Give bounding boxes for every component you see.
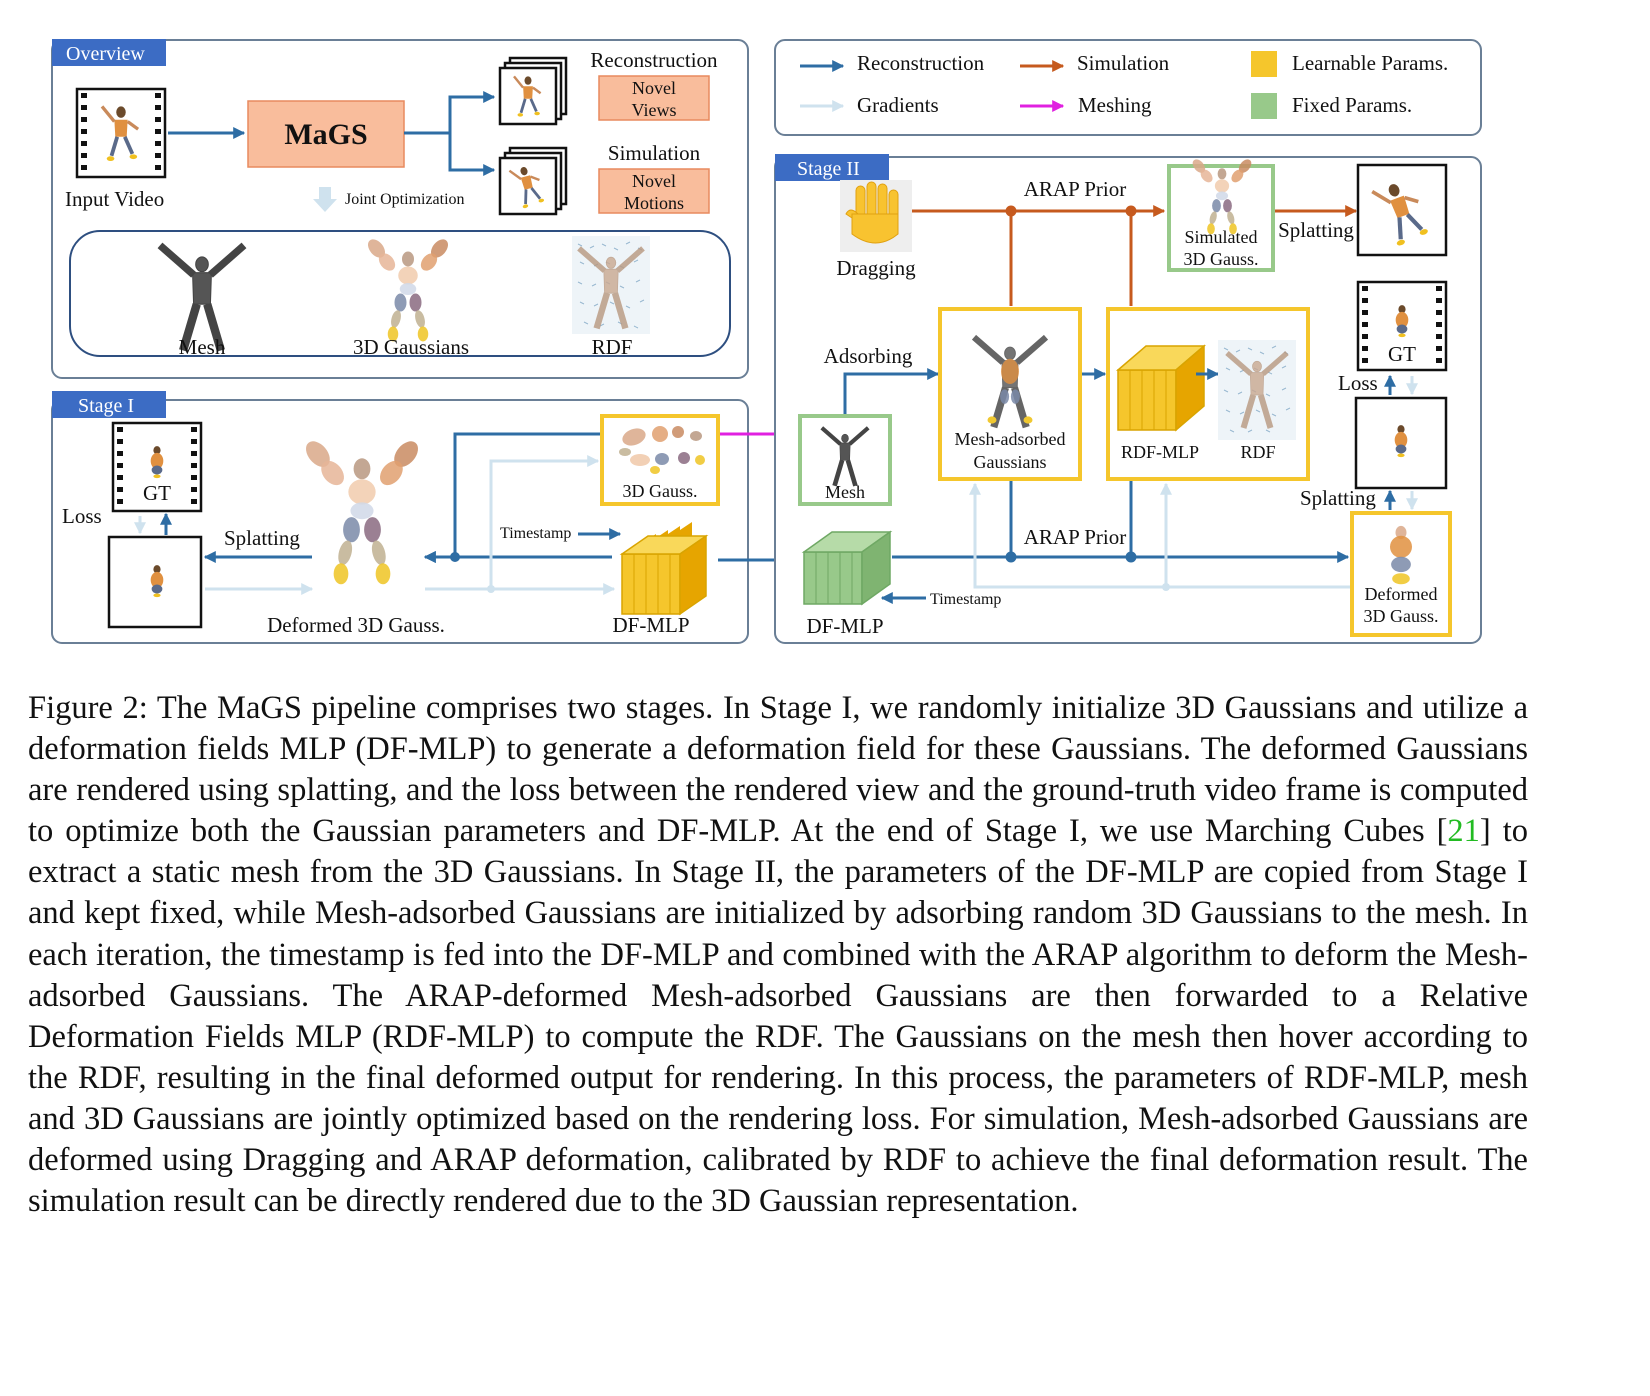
stage2-rdf-figure: [1218, 340, 1296, 440]
mesh-adsorbed-line1: Mesh-adsorbed: [955, 429, 1066, 449]
mags-box: [247, 100, 405, 168]
stage2-loss-label: Loss: [1338, 371, 1378, 395]
novel-motions-line2: Motions: [624, 193, 684, 213]
simulated-line2: 3D Gauss.: [1184, 249, 1259, 269]
joint-optimization-arrow-icon: [313, 187, 337, 212]
overview-panel: Overview Input Video MaGS Joint Optimiza…: [51, 39, 749, 379]
stage1-deformed-label: Deformed 3D Gauss.: [267, 613, 445, 637]
novel-motions-stack: [498, 146, 568, 216]
pipeline-figure: Overview Input Video MaGS Joint Optimiza…: [51, 39, 1482, 644]
reconstruction-label: Reconstruction: [590, 48, 718, 72]
stage1-tab: [52, 391, 166, 418]
legend-learnable-label: Learnable Params.: [1292, 51, 1448, 75]
novel-motions-box: [598, 168, 710, 214]
3d-gaussians-label: 3D Gaussians: [353, 335, 469, 359]
stage2-rdf-label: RDF: [1240, 442, 1275, 462]
arrow-to-novel-views: [404, 91, 496, 135]
rdfmlp-block: [1115, 344, 1207, 432]
novel-views-line1: Novel: [632, 78, 676, 98]
citation-link[interactable]: 21: [1447, 813, 1480, 850]
representations-box: [69, 230, 731, 357]
stage1-gauss-blobs: [619, 426, 705, 474]
stage1-timestamp-label: Timestamp: [500, 525, 571, 542]
stage1-panel: Stage I GT Loss Splatting Deformed 3D Ga…: [51, 391, 749, 644]
stage2-tab: [775, 154, 889, 181]
mesh-label: Mesh: [179, 335, 226, 359]
novel-views-line2: Views: [632, 100, 677, 120]
legend-learnable-swatch: [1251, 51, 1277, 77]
simulated-line1: Simulated: [1185, 227, 1258, 247]
rdf-figure: [572, 236, 650, 334]
legend-simulation-label: Simulation: [1077, 51, 1170, 75]
input-video-label: Input Video: [65, 187, 164, 211]
mesh-adsorbed-box: [938, 307, 1082, 481]
overview-tab: [52, 39, 166, 66]
rdfmlp-label: RDF-MLP: [1121, 442, 1199, 462]
stage1-splatting-label: Splatting: [224, 526, 300, 550]
caption-text-1: Figure 2: The MaGS pipeline comprises tw…: [28, 690, 1528, 850]
rdf-label: RDF: [592, 335, 633, 359]
simulation-label: Simulation: [608, 141, 701, 165]
overview-tab-label: Overview: [66, 43, 145, 65]
stage2-dfmlp-label: DF-MLP: [806, 614, 883, 638]
stage2-gt-label: GT: [1388, 342, 1416, 366]
joint-optimization-label: Joint Optimization: [345, 191, 465, 208]
figure-caption: Figure 2: The MaGS pipeline comprises tw…: [28, 688, 1528, 1222]
legend-reconstruction-label: Reconstruction: [857, 51, 985, 75]
stage2-deformed-line1: Deformed: [1365, 584, 1438, 604]
stage2-tab-label: Stage II: [797, 158, 860, 180]
stage2-timestamp-label: Timestamp: [930, 591, 1001, 608]
stage2-grad-to-mesh-adsorbed: [969, 482, 1350, 589]
stage2-dfmlp-block: [801, 530, 893, 606]
hand-icon: [845, 181, 899, 244]
stage1-dfmlp-block: [619, 522, 709, 616]
mags-label: MaGS: [284, 118, 367, 151]
legend-fixed-swatch: [1251, 93, 1277, 119]
legend-meshing-label: Meshing: [1078, 93, 1152, 117]
novel-views-box: [598, 75, 710, 121]
legend-panel: Reconstruction Simulation Learnable Para…: [774, 39, 1482, 136]
stage1-gt-label: GT: [143, 481, 171, 505]
stage1-gauss-label: 3D Gauss.: [623, 481, 698, 501]
splatting-top-label: Splatting: [1278, 218, 1354, 242]
adsorbing-arrow: [843, 368, 940, 414]
dragging-label: Dragging: [836, 256, 916, 280]
stage2-deformed-figure: [1390, 525, 1412, 585]
arap-prior-bottom-label: ARAP Prior: [1024, 525, 1127, 549]
stage2-panel: Stage II Dragging ARAP Prior Simulated 3…: [774, 154, 1482, 644]
legend-fixed-label: Fixed Params.: [1292, 93, 1412, 117]
stage1-grad-to-gauss-arrow: [489, 455, 600, 589]
caption-text-2: ] to extract a static mesh from the 3D G…: [28, 813, 1528, 1220]
mesh-adsorbed-line2: Gaussians: [974, 452, 1047, 472]
arap-prior-top-label: ARAP Prior: [1024, 177, 1127, 201]
novel-motions-line1: Novel: [632, 171, 676, 191]
stage1-tab-label: Stage I: [78, 395, 134, 417]
stage2-mesh-label: Mesh: [825, 482, 865, 502]
arrow-to-novel-motions: [448, 133, 496, 176]
adsorbing-label: Adsorbing: [824, 344, 913, 368]
stage1-loss-label: Loss: [62, 504, 102, 528]
mesh-adsorbed-figure: [974, 337, 1046, 427]
novel-views-stack: [498, 56, 568, 126]
input-video-frame: [75, 87, 167, 179]
stage2-deformed-line2: 3D Gauss.: [1364, 606, 1439, 626]
stage1-dfmlp-label: DF-MLP: [612, 613, 689, 637]
legend-gradients-label: Gradients: [857, 93, 939, 117]
splatting-bottom-label: Splatting: [1300, 486, 1376, 510]
